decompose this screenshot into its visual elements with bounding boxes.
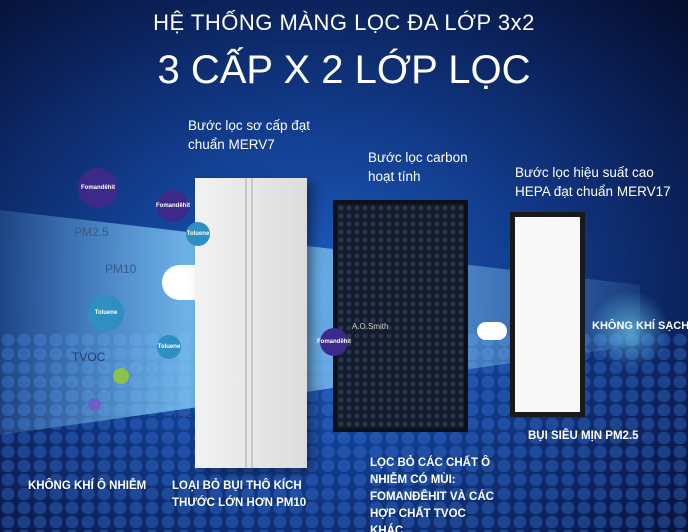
formaldehyde-bubble: Fomandêhit — [78, 168, 118, 208]
bacteria-icon — [113, 368, 129, 384]
filter-pleat — [251, 178, 253, 468]
stage2-caption: LỌC BỎ CÁC CHẤT Ô NHIỄM CÓ MÙI: FOMANĐÊH… — [370, 455, 500, 532]
clean-air-label: KHÔNG KHÍ SẠCH — [592, 320, 688, 332]
formaldehyde-bubble: Fomandêhit — [156, 190, 190, 222]
carbon-filter — [333, 200, 468, 432]
tvoc-label: TVOC — [173, 412, 193, 419]
clean-air-leaf-icon — [590, 290, 670, 370]
stage2-caption-highlight: FOMANĐÊHIT — [370, 491, 447, 503]
bacteria-icon — [88, 398, 101, 411]
stage3-label: Bước lọc hiệu suất cao HEPA đạt chuẩn ME… — [515, 165, 671, 199]
toluene-bubble: Toluene — [88, 295, 124, 331]
stage2-label: Bước lọc carbon hoạt tính — [368, 150, 468, 184]
polluted-air-caption: KHÔNG KHÍ Ô NHIỄM — [28, 480, 147, 492]
stage1-label: Bước lọc sơ cấp đạt chuẩn MERV7 — [188, 118, 311, 152]
formaldehyde-bubble: Fomandêhit — [317, 328, 351, 356]
dust-cloud — [477, 322, 507, 340]
hepa-filter — [510, 212, 585, 417]
toluene-bubble: Toluene — [157, 335, 181, 359]
stage2-caption-part: VÀ CÁC HỢP CHẤT TVOC KHÁC — [370, 491, 494, 532]
merv7-prefilter — [195, 178, 307, 468]
title: HỆ THỐNG MÀNG LỌC ĐA LỚP 3x2 — [153, 10, 535, 35]
tvoc-label: TVOC — [72, 350, 106, 364]
stage2-caption-part: LỌC BỎ CÁC CHẤT Ô NHIỄM CÓ MÙI: — [370, 457, 491, 486]
stage1-caption: LOẠI BỎ BỤI THÔ KÍCH THƯỚC LỚN HƠN PM10 — [172, 480, 307, 509]
filter-pleat — [245, 178, 247, 468]
pm10-label: PM10 — [105, 262, 137, 276]
subtitle: 3 CẤP X 2 LỚP LỌC — [157, 48, 531, 92]
toluene-bubble: Toluene — [186, 222, 210, 246]
stage3-caption: BỤI SIÊU MỊN PM2.5 — [528, 430, 639, 442]
brand-logo: A.O.Smith — [352, 322, 389, 331]
pm25-label: PM2.5 — [74, 225, 109, 239]
